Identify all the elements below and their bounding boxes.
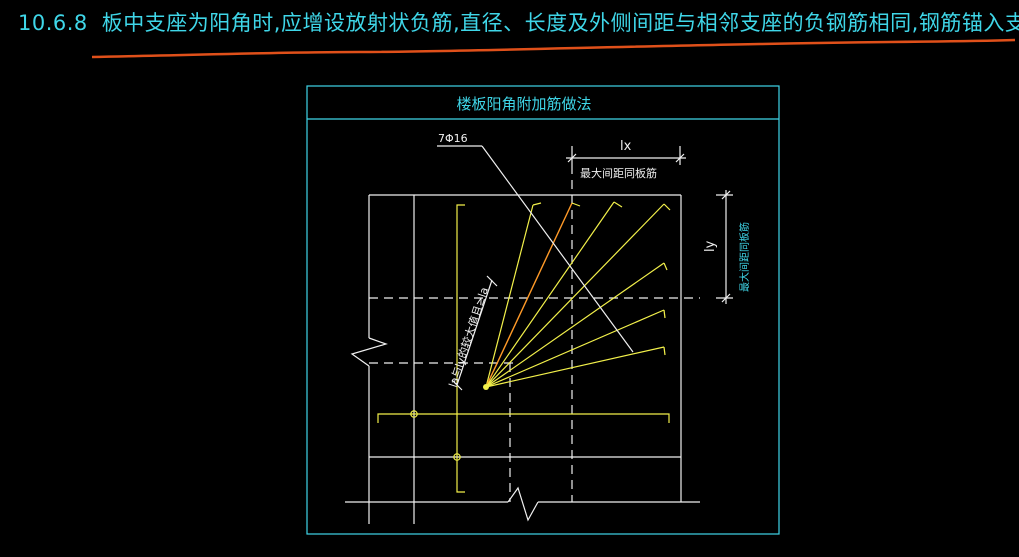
page-heading: 10.6.8 板中支座为阳角时,应增设放射状负筋,直径、长度及外侧间距与相邻支座的…	[18, 6, 1019, 40]
beam-centerlines	[369, 165, 700, 502]
radial-rebars	[483, 201, 671, 390]
clause-number: 10.6.8	[18, 11, 88, 35]
svg-text:最大间距同板筋: 最大间距同板筋	[738, 222, 751, 292]
drawing-frame	[306, 85, 780, 535]
orange-underline	[91, 38, 1016, 59]
svg-text:ly: ly	[703, 240, 718, 252]
slab-outline	[345, 194, 700, 524]
svg-text:la与ly的较大值且≥la: la与ly的较大值且≥la	[446, 285, 492, 389]
lx-dimension: lx 最大间距同板筋	[566, 139, 686, 180]
support-rebars	[377, 204, 670, 493]
clause-text: 板中支座为阳角时,应增设放射状负筋,直径、长度及外侧间距与相邻支座的负钢筋相同,…	[101, 11, 1019, 35]
ly-dimension: ly 最大间距同板筋	[703, 190, 751, 304]
svg-text:lx: lx	[620, 139, 632, 154]
svg-text:7Φ16: 7Φ16	[438, 132, 468, 145]
drawing-title: 楼板阳角附加筋做法	[456, 95, 591, 113]
bar-callout: 7Φ16	[437, 132, 634, 353]
svg-text:最大间距同板筋: 最大间距同板筋	[580, 166, 657, 180]
bar-origin	[483, 384, 489, 390]
